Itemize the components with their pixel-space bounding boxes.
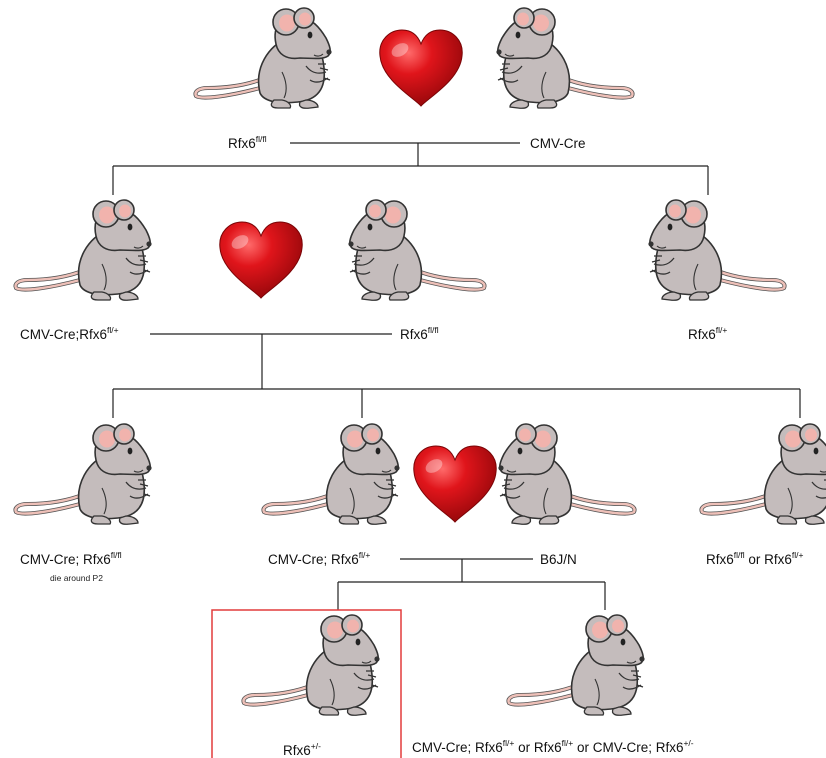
label-g2-rfx6-fl-fl: Rfx6fl/fl [400,325,439,342]
note-die-around-p2: die around P2 [50,573,103,583]
label-g1-rfx6-fl-fl: Rfx6fl/fl [228,134,267,151]
label-g3-cmv-cre-rfx6-fl-fl: CMV-Cre; Rfx6fl/fl [20,550,122,567]
label-g3-cmv-cre-rfx6-fl-plus: CMV-Cre; Rfx6fl/+ [268,550,370,567]
mouse-icon-g1-left [193,6,334,111]
label-g2-cmv-cre-rfx6-fl-plus: CMV-Cre;Rfx6fl/+ [20,325,119,342]
mouse-icon-g2-right [648,200,784,300]
label-g3-b6j-n: B6J/N [540,552,577,567]
mouse-icon-g2-mate [348,200,484,300]
mouse-icon-g2-left [13,198,154,303]
heart-icon-g3 [413,445,497,523]
heart-icon-g1 [379,29,463,107]
mouse-icon-g3-middle [261,422,402,527]
label-g4-rfx6-het: Rfx6+/- [283,741,321,758]
mouse-icon-g3-mate [498,424,634,524]
highlight-box-rfx6-het [211,609,402,758]
mouse-icon-g3-left [13,422,154,527]
label-g3-rfx6-fl-fl-or-fl-plus: Rfx6fl/fl or Rfx6fl/+ [706,550,804,567]
mouse-icon-g1-right [496,8,632,108]
label-g2-rfx6-fl-plus: Rfx6fl/+ [688,325,727,342]
heart-icon-g2 [219,221,303,299]
mouse-icon-g4-left [241,613,382,718]
label-g4-genotypes: CMV-Cre; Rfx6fl/+ or Rfx6fl/+ or CMV-Cre… [412,738,694,755]
mouse-icon-g3-right [699,422,826,527]
label-g1-cmv-cre: CMV-Cre [530,136,586,151]
mouse-icon-g4-right [506,613,647,718]
